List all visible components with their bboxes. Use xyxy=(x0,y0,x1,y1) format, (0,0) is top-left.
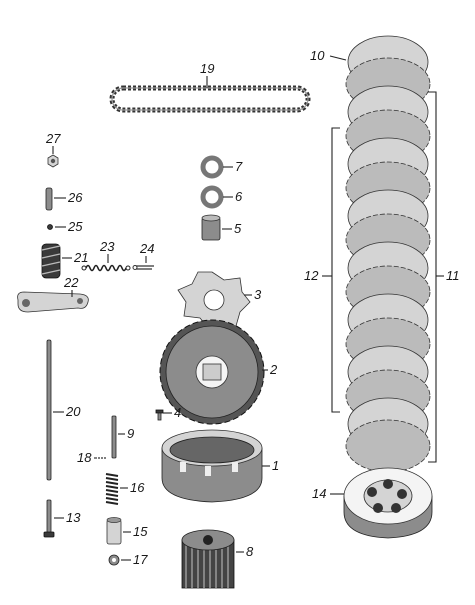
part-18-pin: 18 xyxy=(77,450,106,465)
label-24: 24 xyxy=(139,241,154,256)
part-1-clutch-basket: 1 xyxy=(161,429,279,503)
part-6-ring: 6 xyxy=(200,185,243,209)
label-23: 23 xyxy=(99,239,115,254)
label-20: 20 xyxy=(65,404,81,419)
part-26-pin: 26 xyxy=(45,187,83,211)
part-3-star-plate: 3 xyxy=(177,271,262,331)
part-27-nut: 27 xyxy=(45,131,61,168)
part-21-worm: 21 xyxy=(41,243,88,279)
label-10: 10 xyxy=(310,48,325,63)
label-27: 27 xyxy=(45,131,61,146)
label-25: 25 xyxy=(67,219,83,234)
part-19-chain: 19 xyxy=(109,61,311,113)
part-23-spring: 23 xyxy=(81,239,131,272)
part-24-split-pin: 24 xyxy=(132,241,154,270)
label-21: 21 xyxy=(73,250,88,265)
label-18: 18 xyxy=(77,450,92,465)
label-19: 19 xyxy=(200,61,214,76)
label-14: 14 xyxy=(312,486,326,501)
label-4: 4 xyxy=(174,405,181,420)
part-16-spring: 16 xyxy=(105,473,145,505)
label-6: 6 xyxy=(235,189,243,204)
label-22: 22 xyxy=(63,275,79,290)
part-15-sleeve: 15 xyxy=(106,517,148,545)
label-11: 11 xyxy=(446,268,460,283)
label-17: 17 xyxy=(133,552,148,567)
label-13: 13 xyxy=(66,510,81,525)
part-4-screw: 4 xyxy=(155,405,181,421)
part-20-pushrod: 20 xyxy=(46,339,81,481)
clutch-plate-stack: 10 12 11 xyxy=(304,35,460,473)
part-13-bolt: 13 xyxy=(43,499,81,538)
label-5: 5 xyxy=(234,221,242,236)
label-8: 8 xyxy=(246,544,254,559)
part-2-sprocket: 2 xyxy=(159,319,278,425)
label-26: 26 xyxy=(67,190,83,205)
part-22-lever: 22 xyxy=(17,275,89,313)
label-1: 1 xyxy=(272,458,279,473)
part-14-pressure-plate: 14 xyxy=(312,467,433,539)
label-7: 7 xyxy=(235,159,243,174)
part-7-ring: 7 xyxy=(200,155,243,179)
part-5-bush: 5 xyxy=(201,214,242,241)
label-9: 9 xyxy=(127,426,134,441)
part-8-gear: 8 xyxy=(181,529,254,589)
plate-stack-graphics xyxy=(345,35,431,473)
label-2: 2 xyxy=(269,362,278,377)
part-17-washer: 17 xyxy=(108,552,148,567)
label-12: 12 xyxy=(304,268,319,283)
label-16: 16 xyxy=(130,480,145,495)
label-15: 15 xyxy=(133,524,148,539)
part-9-pin: 9 xyxy=(111,415,134,459)
label-3: 3 xyxy=(254,287,262,302)
part-25-washer: 25 xyxy=(47,219,83,234)
